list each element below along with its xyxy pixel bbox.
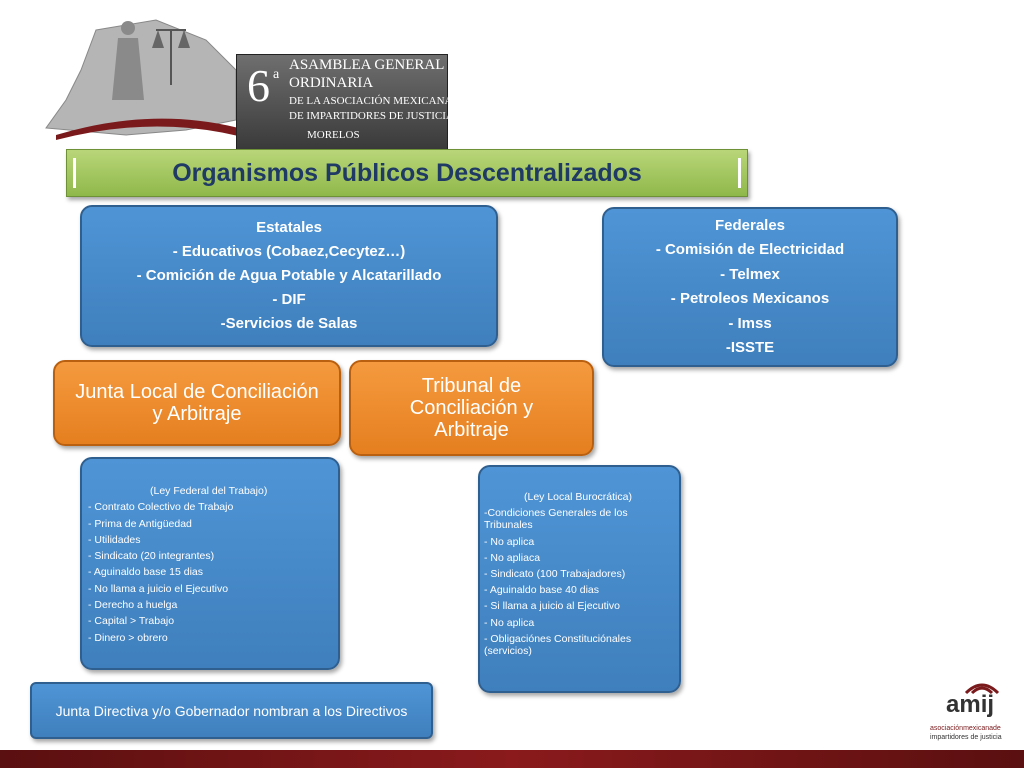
ley-federal-item-2: - Utilidades <box>88 533 141 546</box>
ley-local-item-8: - Obligaciónes Constituciónales <box>484 632 632 645</box>
ley-local-item-0: -Condiciones Generales de los <box>484 507 628 520</box>
ley-local-heading: (Ley Local Burocrática) <box>524 491 632 503</box>
federales-item-5: -ISSTE <box>725 339 775 356</box>
ley-local-item-9: (servicios) <box>484 645 532 658</box>
ley-local-item-3: - No apliaca <box>484 551 541 564</box>
logo-line-3: DE LA ASOCIACIÓN MEXICANA <box>289 95 453 107</box>
estatales-item-3: - DIF <box>272 291 306 308</box>
estatales-item-1: - Educativos (Cobaez,Cecytez…) <box>172 243 406 260</box>
tribunal-box: Tribunal de Conciliación y Arbitraje <box>349 360 594 456</box>
ley-federal-item-3: - Sindicato (20 integrantes) <box>88 550 215 563</box>
ley-local-item-5: - Aguinaldo base 40 dias <box>484 584 600 597</box>
estatales-item-4: -Servicios de Salas <box>220 315 358 332</box>
federales-item-0: Federales <box>714 216 786 234</box>
tribunal-label: Tribunal de Conciliación y Arbitraje <box>409 375 534 441</box>
logo-plaque: 6 a ASAMBLEA GENERAL ORDINARIA DE LA ASO… <box>236 54 454 150</box>
ley-federal-item-5: - No llama a juicio el Ejecutivo <box>88 582 229 595</box>
ley-federal-item-1: - Prima de Antigüedad <box>88 517 192 530</box>
junta-local-label: Junta Local de Conciliación y Arbitraje <box>75 381 319 425</box>
ley-federal-item-0: - Contrato Colectivo de Trabajo <box>88 501 234 514</box>
event-logo: 6 a ASAMBLEA GENERAL ORDINARIA DE LA ASO… <box>36 10 454 150</box>
estatales-item-2: - Comición de Agua Potable y Alcatarilla… <box>136 267 442 284</box>
ley-local-item-1: Tribunales <box>484 519 533 532</box>
amij-arcs-icon <box>964 683 1000 695</box>
amij-logo: amij asociaciónmexicanade impartidores d… <box>930 675 1010 745</box>
ley-local-item-6: - Si llama a juicio al Ejecutivo <box>484 600 620 613</box>
ley-federal-heading: (Ley Federal del Trabajo) <box>150 485 268 497</box>
page-title: Organismos Públicos Descentralizados <box>66 149 748 197</box>
federales-box: Federales - Comisión de Electricidad - T… <box>602 207 898 367</box>
ley-federal-item-6: - Derecho a huelga <box>88 599 178 612</box>
ley-local-item-4: - Sindicato (100 Trabajadores) <box>484 568 626 581</box>
ley-federal-item-7: - Capital > Trabajo <box>88 615 175 628</box>
federales-item-3: - Petroleos Mexicanos <box>670 290 830 307</box>
ley-federal-box: (Ley Federal del Trabajo) - Contrato Col… <box>80 457 340 670</box>
justice-statue-icon <box>45 19 236 140</box>
logo-line-2: ORDINARIA <box>289 75 374 91</box>
federales-item-1: - Comisión de Electricidad <box>655 241 845 258</box>
estatales-item-0: Estatales <box>256 219 322 236</box>
directivos-box: Junta Directiva y/o Gobernador nombran a… <box>30 682 433 739</box>
logo-number: 6 <box>247 60 270 111</box>
logo-line-1: ASAMBLEA GENERAL <box>289 57 445 73</box>
bottom-bar <box>0 750 1024 768</box>
ley-federal-item-8: - Dinero > obrero <box>88 631 168 644</box>
junta-local-box: Junta Local de Conciliación y Arbitraje <box>53 360 341 446</box>
federales-item-2: - Telmex <box>720 265 780 283</box>
ley-federal-item-4: - Aguinaldo base 15 dias <box>88 566 204 579</box>
estatales-box: Estatales - Educativos (Cobaez,Cecytez…)… <box>80 205 498 347</box>
amij-line-2: impartidores de justicia <box>930 734 1002 741</box>
federales-item-4: - Imss <box>728 314 772 332</box>
logo-line-4: DE IMPARTIDORES DE JUSTICIA <box>289 110 454 122</box>
logo-line-5: MORELOS <box>307 129 360 141</box>
amij-brand: amij <box>946 691 995 718</box>
directivos-label: Junta Directiva y/o Gobernador nombran a… <box>55 702 408 719</box>
logo-superscript: a <box>273 67 280 82</box>
amij-line-1: asociaciónmexicanade <box>930 725 1001 732</box>
ley-local-box: (Ley Local Burocrática) -Condiciones Gen… <box>478 465 681 693</box>
ley-local-item-2: - No aplica <box>484 535 535 548</box>
ley-local-item-7: - No aplica <box>484 616 535 629</box>
